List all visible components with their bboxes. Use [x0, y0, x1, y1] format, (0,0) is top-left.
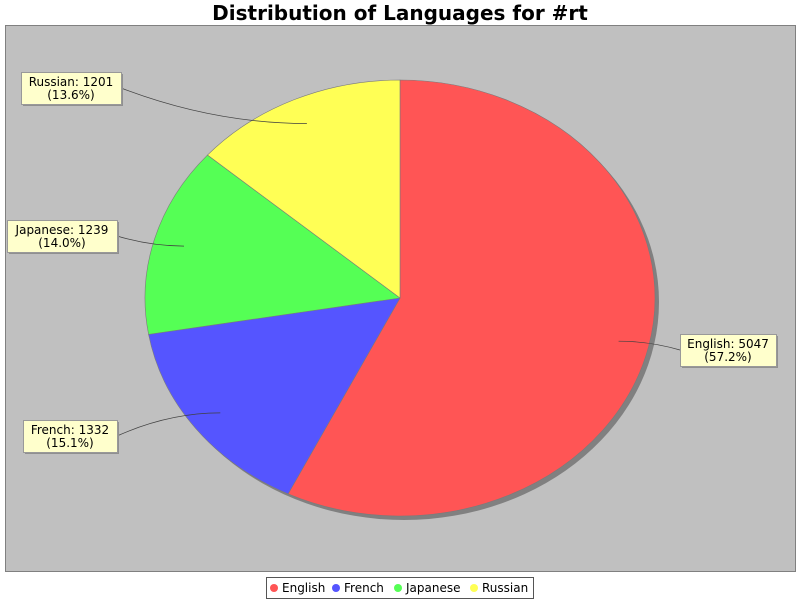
legend-swatch-japanese — [394, 584, 402, 592]
legend-swatch-english — [270, 584, 278, 592]
legend: English French Japanese Russian — [266, 577, 534, 599]
legend-item-russian: Russian — [470, 581, 528, 595]
slice-labels: English: 5047(57.2%) French: 1332(15.1%) J… — [7, 72, 778, 454]
pie-slice-french — [148, 297, 401, 495]
slice-label-box — [23, 420, 118, 453]
slice-label-box — [680, 334, 777, 367]
pie-slices — [144, 79, 656, 517]
slice-label-percent: (13.6%) — [47, 88, 94, 102]
legend-item-english: English — [270, 581, 325, 595]
slice-label-french: French: 1332(15.1%) — [23, 420, 119, 454]
leader-line-french — [116, 412, 221, 437]
slice-label-english: English: 5047(57.2%) — [680, 334, 778, 368]
legend-label-japanese: Japanese — [405, 581, 461, 595]
slice-label-box — [7, 220, 118, 253]
slice-label-japanese: Japanese: 1239(14.0%) — [7, 220, 119, 254]
legend-swatch-french — [332, 584, 340, 592]
slice-label-name-value: English: 5047 — [687, 337, 769, 351]
legend-label-french: French — [344, 581, 384, 595]
leader-line-japanese — [116, 235, 185, 247]
slice-label-percent: (14.0%) — [38, 236, 85, 250]
pie-slice-english — [287, 79, 656, 517]
slice-label-name-value: Russian: 1201 — [29, 75, 114, 89]
leader-line-english — [618, 340, 681, 351]
slice-label-russian: Russian: 1201(13.6%) — [21, 72, 123, 106]
leader-line-russian — [120, 87, 307, 124]
legend-item-japanese: Japanese — [394, 581, 461, 595]
legend-label-english: English — [282, 581, 325, 595]
legend-swatch-russian — [470, 584, 478, 592]
pie-slice-russian — [207, 79, 401, 299]
pie-slice-japanese — [144, 154, 401, 335]
slice-label-name-value: French: 1332 — [31, 423, 109, 437]
slice-label-percent: (57.2%) — [704, 350, 751, 364]
label-leaders — [116, 87, 681, 437]
slice-label-box — [21, 72, 122, 105]
slice-label-name-value: Japanese: 1239 — [15, 223, 109, 237]
slice-label-percent: (15.1%) — [46, 436, 93, 450]
legend-item-french: French — [332, 581, 384, 595]
chart-title: Distribution of Languages for #rt — [212, 1, 588, 25]
legend-label-russian: Russian — [482, 581, 528, 595]
